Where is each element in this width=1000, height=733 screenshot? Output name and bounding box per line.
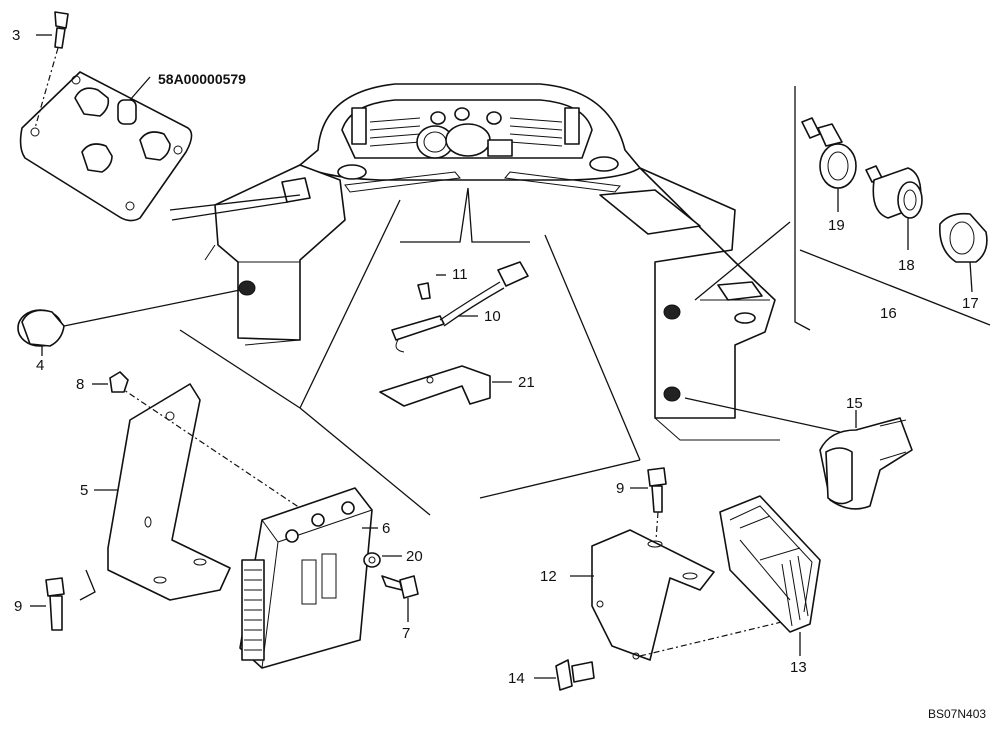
callout-5: 5 [80, 482, 89, 499]
dashboard-housing [204, 83, 780, 441]
bolt-9-left [30, 577, 65, 631]
callout-13: 13 [790, 659, 807, 676]
callout-20: 20 [406, 548, 423, 565]
rotary-switch [819, 410, 913, 510]
bracket-5 [94, 383, 301, 601]
callout-9-left: 9 [14, 598, 23, 615]
switch-panel [19, 11, 193, 222]
callout-6: 6 [382, 520, 391, 537]
socket-set [801, 117, 988, 293]
callout-18: 18 [898, 257, 915, 274]
callout-11: 11 [452, 266, 468, 283]
callout-4: 4 [36, 357, 45, 374]
callout-7: 7 [402, 625, 411, 642]
callout-17: 17 [962, 295, 979, 312]
callout-8: 8 [76, 376, 85, 393]
bracket-12 [570, 529, 791, 661]
callout-19: 19 [828, 217, 845, 234]
bolt-14 [534, 659, 595, 691]
callout-15: 15 [846, 395, 863, 412]
bracket-21 [379, 365, 512, 407]
callout-3: 3 [12, 27, 21, 44]
control-unit [239, 487, 378, 669]
part-code-label: 58A00000579 [158, 71, 246, 87]
section-lines [63, 86, 991, 601]
callout-21: 21 [518, 374, 535, 391]
plug-cap [17, 309, 65, 356]
fasteners-7-20 [363, 552, 419, 622]
nut-8 [92, 371, 129, 393]
callout-10: 10 [484, 308, 501, 325]
callout-9-right: 9 [616, 480, 625, 497]
callout-14: 14 [508, 670, 525, 687]
callout-12: 12 [540, 568, 557, 585]
drawing-reference: BS07N403 [928, 707, 987, 721]
relay-module [719, 495, 821, 656]
wire-harness [391, 261, 529, 353]
callout-16: 16 [880, 305, 897, 322]
bolt-9-right [630, 467, 667, 541]
